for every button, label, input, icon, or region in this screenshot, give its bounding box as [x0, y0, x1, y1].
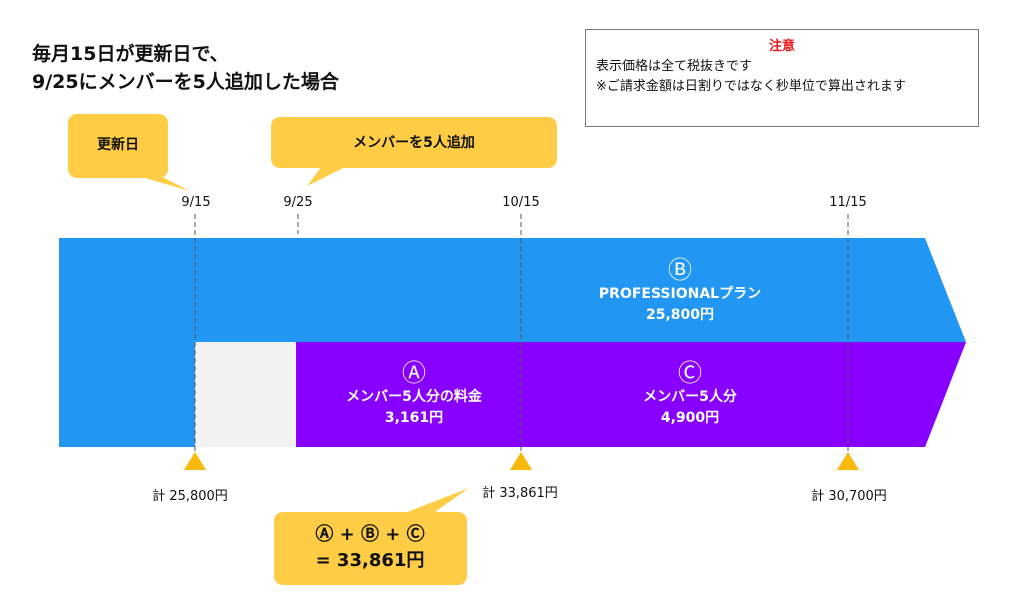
renewal-callout-shape: [68, 114, 190, 191]
marker-triangle-10-15: [510, 452, 532, 470]
pre-addition-gap: [195, 342, 296, 447]
segment-c-price: 4,900円: [660, 410, 720, 426]
segment-b-label: Ⓑ PROFESSIONALプラン 25,800円: [599, 256, 761, 326]
marker-triangle-11-15: [837, 452, 859, 470]
page-title: 毎月15日が更新日で、 9/25にメンバーを5人追加した場合: [32, 40, 339, 96]
segment-a-name: メンバー5人分の料金: [346, 389, 482, 405]
member-bar: [296, 342, 966, 447]
notice-box: 注意 表示価格は全て税抜きです ※ご請求金額は日割りではなく秒単位で算出されます: [585, 29, 979, 127]
segment-a-label: Ⓐ メンバー5人分の料金 3,161円: [346, 359, 482, 429]
title-line-1: 毎月15日が更新日で、: [32, 43, 229, 65]
notice-line-1: 表示価格は全て税抜きです: [596, 59, 753, 74]
notice-heading: 注意: [768, 39, 795, 54]
date-label-9-25: 9/25: [283, 195, 313, 210]
title-line-2: 9/25にメンバーを5人追加した場合: [32, 71, 339, 93]
add-members-callout-shape: [271, 117, 557, 186]
add-members-callout-label: メンバーを5人追加: [353, 135, 475, 151]
formula-line-1: Ⓐ + Ⓑ + Ⓒ: [315, 524, 425, 545]
renewal-callout-label: 更新日: [97, 137, 139, 153]
marker-triangle-9-15: [184, 452, 206, 470]
date-label-9-15: 9/15: [181, 195, 211, 210]
formula-callout-shape: [274, 488, 469, 585]
segment-c-label: Ⓒ メンバー5人分 4,900円: [643, 359, 737, 429]
total-10-15: 計 33,861円: [482, 486, 558, 501]
segment-c-marker: Ⓒ: [678, 359, 702, 387]
formula-label: Ⓐ + Ⓑ + Ⓒ = 33,861円: [315, 522, 424, 574]
segment-b-name: PROFESSIONALプラン: [598, 286, 762, 302]
date-label-10-15: 10/15: [502, 195, 540, 210]
segment-a-price: 3,161円: [384, 410, 444, 426]
date-label-11-15: 11/15: [829, 195, 867, 210]
total-11-15: 計 30,700円: [811, 489, 887, 504]
total-9-15: 計 25,800円: [152, 489, 228, 504]
segment-a-marker: Ⓐ: [402, 359, 426, 387]
segment-b-marker: Ⓑ: [667, 256, 692, 284]
formula-line-2: = 33,861円: [315, 550, 425, 571]
segment-c-name: メンバー5人分: [643, 389, 737, 405]
segment-b-price: 25,800円: [645, 307, 715, 323]
notice-line-2: ※ご請求金額は日割りではなく秒単位で算出されます: [596, 79, 906, 94]
